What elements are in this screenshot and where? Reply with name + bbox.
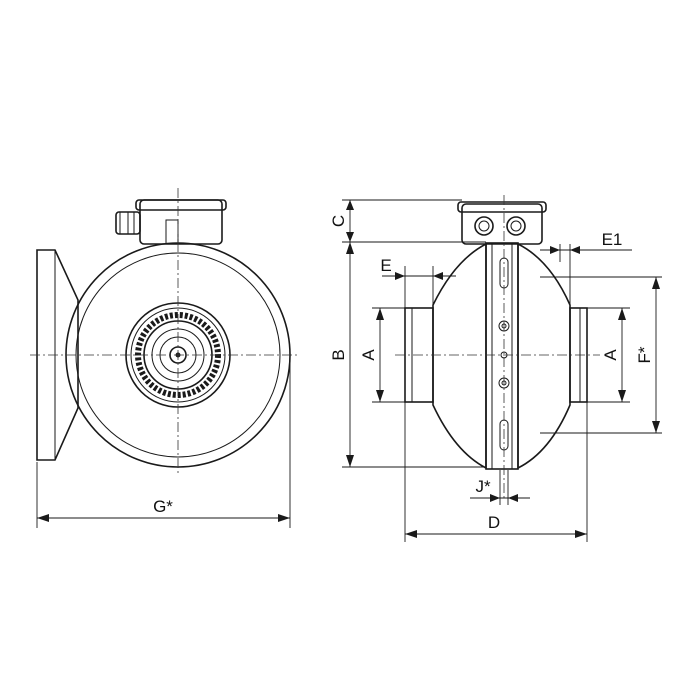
- dimension-j: J*: [470, 470, 530, 505]
- label-f: F*: [635, 346, 654, 363]
- housing-left-half: [432, 242, 487, 470]
- terminal-box-side: [457, 201, 547, 245]
- label-g: G*: [153, 497, 173, 516]
- dimension-c: C: [329, 199, 486, 243]
- front-view: G*: [30, 188, 300, 528]
- terminal-box-front: [115, 199, 227, 245]
- dimension-d: D: [404, 402, 588, 542]
- dimension-e1: E1: [540, 230, 632, 305]
- label-e1: E1: [602, 230, 623, 249]
- label-b: B: [329, 349, 348, 360]
- dimension-g: G*: [36, 358, 291, 528]
- dimension-a-right: A: [587, 307, 630, 403]
- housing-right-half: [517, 242, 571, 470]
- label-d: D: [488, 513, 500, 532]
- dimension-b: B: [329, 242, 486, 468]
- clamp-band: [485, 242, 519, 470]
- side-view: C B A A: [329, 195, 662, 542]
- label-j: J*: [475, 477, 491, 496]
- label-e: E: [380, 256, 391, 275]
- dimension-e: E: [380, 256, 456, 308]
- label-a-right: A: [601, 349, 620, 361]
- dimension-a-left: A: [359, 307, 405, 403]
- label-a-left: A: [359, 349, 378, 361]
- label-c: C: [329, 215, 348, 227]
- dimension-f: F*: [540, 276, 662, 434]
